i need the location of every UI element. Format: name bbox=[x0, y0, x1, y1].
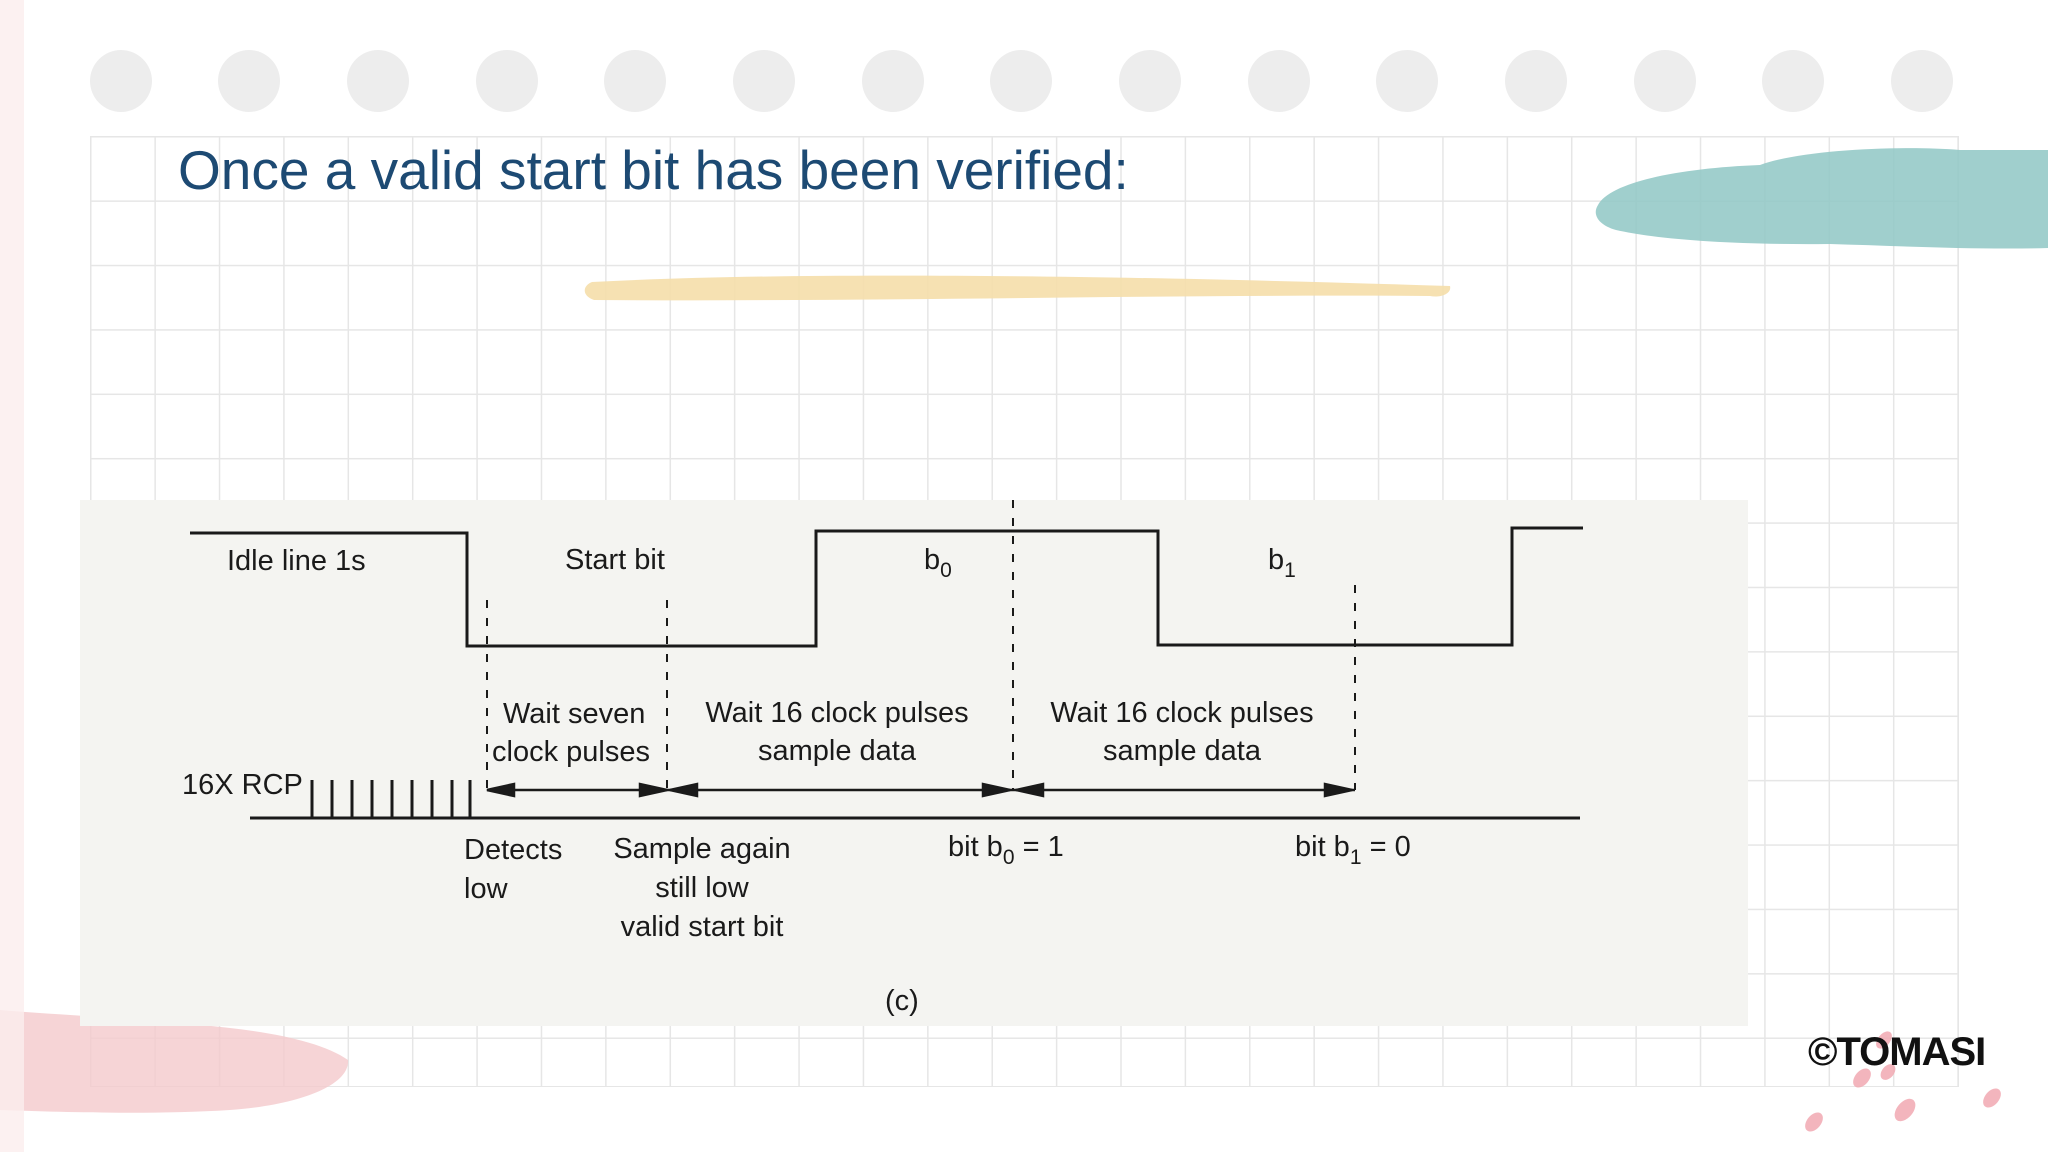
valid-start-bit-label: valid start bit bbox=[621, 911, 784, 943]
slide-title: Once a valid start bit has been verified… bbox=[178, 139, 1129, 201]
rcp-label: 16X RCP bbox=[182, 769, 303, 801]
decor-dot bbox=[1891, 50, 1953, 112]
decor-dot bbox=[990, 50, 1052, 112]
clock-pulses-label: clock pulses bbox=[492, 736, 650, 768]
bit-b0-label: bit b0 = 1 bbox=[948, 831, 1064, 869]
rcp-clock-ticks bbox=[310, 780, 472, 818]
sample-data-a-label: sample data bbox=[758, 735, 917, 767]
figure-caption: (c) bbox=[885, 985, 919, 1017]
copyright-credit: ©TOMASI bbox=[1808, 1030, 1986, 1074]
dot-row bbox=[90, 50, 1990, 112]
idle-line-label: Idle line 1s bbox=[227, 545, 366, 577]
start-bit-label: Start bit bbox=[565, 544, 665, 576]
bit-b1-label: bit b1 = 0 bbox=[1295, 831, 1411, 869]
decor-dot bbox=[604, 50, 666, 112]
decor-dot bbox=[1248, 50, 1310, 112]
decor-dot bbox=[1762, 50, 1824, 112]
wait16-a-label: Wait 16 clock pulses bbox=[705, 697, 968, 729]
decor-dot bbox=[1634, 50, 1696, 112]
still-low-label: still low bbox=[655, 872, 750, 904]
decor-dot bbox=[1505, 50, 1567, 112]
pink-confetti bbox=[1805, 1031, 2001, 1132]
b0-header-label: b0 bbox=[924, 544, 952, 582]
teal-brush-stroke bbox=[1595, 148, 2048, 249]
sample-data-b-label: sample data bbox=[1103, 735, 1262, 767]
detects-low-label: low bbox=[464, 873, 509, 905]
wait-seven-label: Wait seven bbox=[503, 698, 645, 730]
decor-dot bbox=[347, 50, 409, 112]
decor-dot bbox=[90, 50, 152, 112]
decor-dot bbox=[733, 50, 795, 112]
data-waveform bbox=[190, 526, 1583, 648]
pink-edge-wash bbox=[0, 0, 24, 1152]
decor-dot bbox=[862, 50, 924, 112]
decor-dot bbox=[218, 50, 280, 112]
timing-diagram-svg: Idle line 1s Start bit b0 b1 Wait seven … bbox=[182, 500, 1583, 1017]
interval-arrows bbox=[486, 782, 1355, 798]
sample-markers bbox=[486, 500, 1356, 790]
highlight-stroke bbox=[584, 275, 1451, 301]
detects-label: Detects bbox=[464, 834, 562, 866]
decor-dot bbox=[1376, 50, 1438, 112]
b1-header-label: b1 bbox=[1268, 544, 1296, 582]
decor-dot bbox=[1119, 50, 1181, 112]
sample-again-label: Sample again bbox=[613, 833, 790, 865]
pink-brush-stroke bbox=[0, 1010, 349, 1113]
timing-diagram: Idle line 1s Start bit b0 b1 Wait seven … bbox=[80, 500, 1748, 1026]
decor-dot bbox=[476, 50, 538, 112]
wait16-b-label: Wait 16 clock pulses bbox=[1050, 697, 1313, 729]
